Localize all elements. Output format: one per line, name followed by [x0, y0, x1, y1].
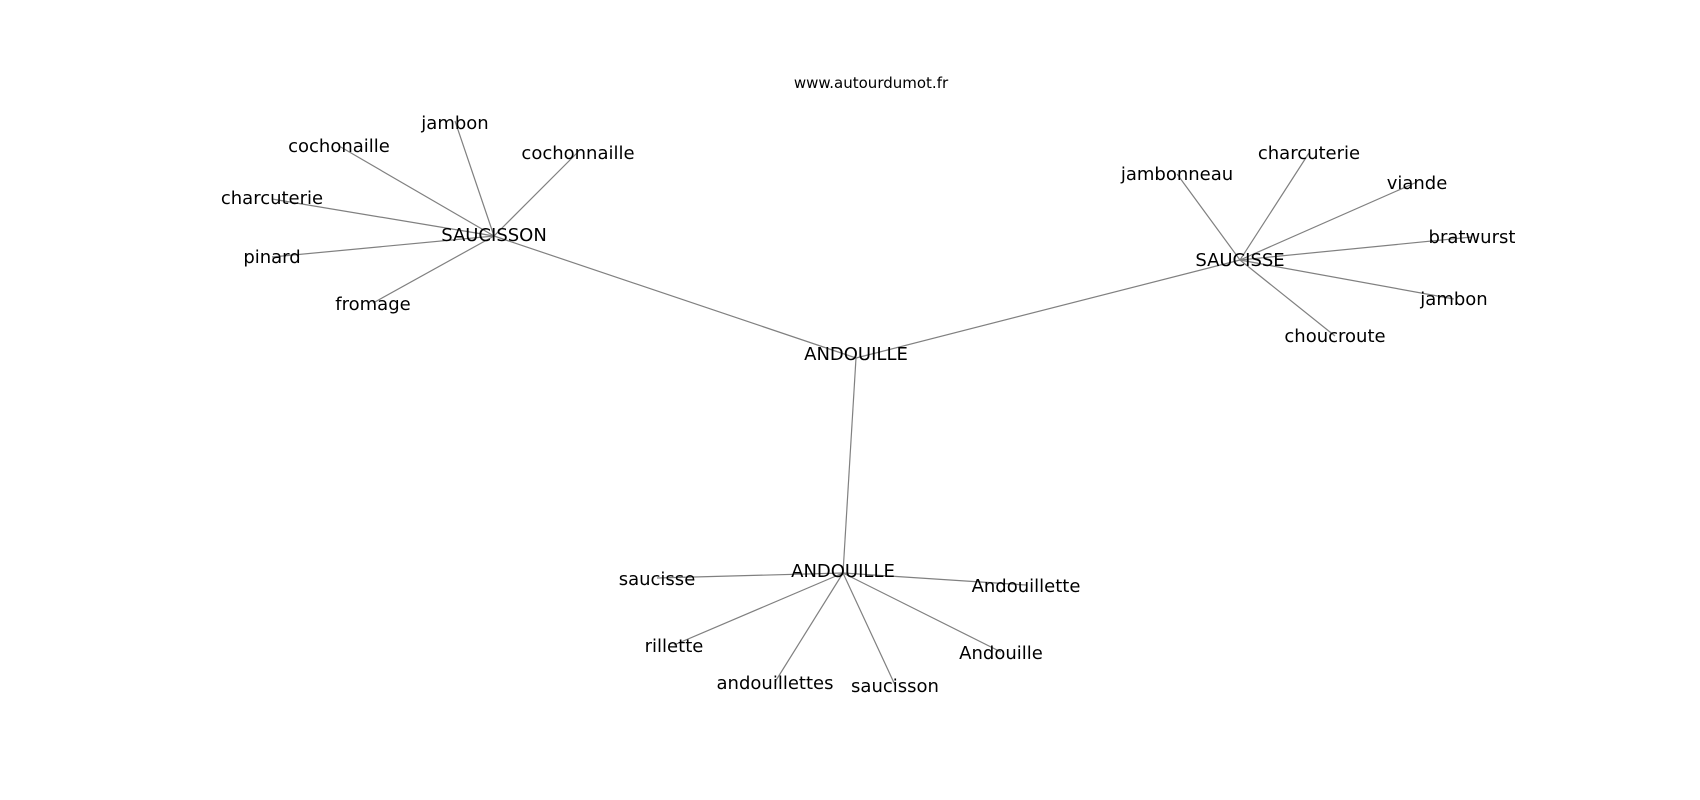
word-node-label: bratwurst [1429, 227, 1516, 248]
edge-hub-to-word [1239, 181, 1418, 261]
word-node-label: jambon [420, 113, 488, 134]
word-node-label: fromage [335, 294, 410, 315]
edge-hub-to-word [338, 145, 495, 237]
edge-center-to-hub [855, 259, 1241, 359]
hub-node-label: ANDOUILLE [791, 561, 895, 582]
edge-hub-to-word [1239, 236, 1473, 261]
word-node-label: charcuterie [1258, 143, 1360, 164]
word-node-label: jambonneau [1120, 164, 1233, 185]
graph-edges [271, 120, 1473, 686]
word-node-label: andouillettes [717, 673, 834, 694]
word-node-label: Andouillette [972, 576, 1081, 597]
word-node-label: pinard [243, 247, 300, 268]
word-node-label: cochonnaille [521, 143, 634, 164]
hub-node-label: SAUCISSE [1195, 250, 1284, 271]
edge-hub-to-word [842, 572, 1027, 586]
source-label: www.autourdumot.fr [794, 74, 949, 92]
edge-center-to-hub [842, 357, 857, 574]
word-node-label: viande [1387, 173, 1448, 194]
edge-hub-to-word [842, 572, 896, 686]
edge-hub-to-word [774, 572, 844, 683]
hub-node-label: SAUCISSON [441, 225, 547, 246]
edge-hub-to-word [271, 198, 495, 237]
center-node-label: ANDOUILLE [804, 344, 908, 365]
edge-hub-to-word [372, 235, 495, 304]
edge-hub-to-word [1239, 259, 1336, 337]
graph-labels: www.autourdumot.fr ANDOUILLE SAUCISSON ja… [221, 74, 1516, 697]
edge-hub-to-word [656, 572, 844, 579]
word-node-label: charcuterie [221, 188, 323, 209]
edge-hub-to-word [1239, 152, 1310, 261]
edge-center-to-hub [493, 235, 857, 359]
word-node-label: rillette [645, 636, 704, 657]
edge-hub-to-word [673, 572, 844, 646]
edge-hub-to-word [454, 120, 495, 237]
word-node-label: saucisson [851, 676, 939, 697]
edge-hub-to-word [493, 151, 579, 237]
edge-hub-to-word [842, 572, 1002, 653]
word-node-label: saucisse [619, 569, 696, 590]
word-node-label: choucroute [1284, 326, 1385, 347]
edge-hub-to-word [1239, 259, 1455, 300]
word-node-label: jambon [1419, 289, 1487, 310]
word-node-label: Andouille [959, 643, 1043, 664]
word-node-label: cochonaille [288, 136, 390, 157]
edge-hub-to-word [1176, 173, 1241, 261]
edge-hub-to-word [271, 235, 495, 258]
